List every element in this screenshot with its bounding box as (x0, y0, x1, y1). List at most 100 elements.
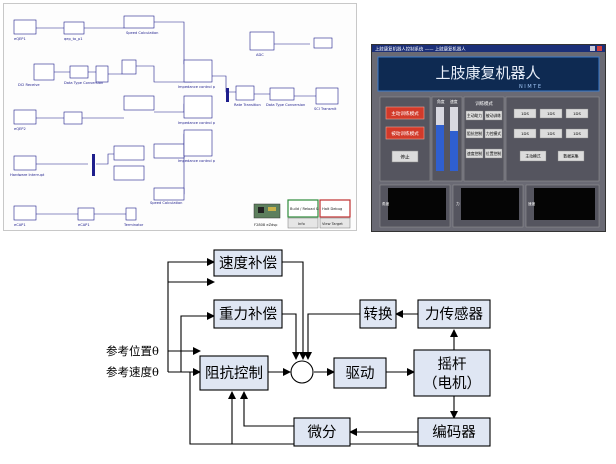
svg-text:Impedance control p: Impedance control p (178, 121, 216, 125)
param-btn-1[interactable] (513, 108, 537, 119)
simulink-diagram: eQEP1 DCI Receive eQEP2 Hardware Interru… (10, 15, 351, 229)
stop-button[interactable]: 停止 (391, 150, 419, 163)
gravity-comp-box (213, 299, 283, 329)
eqep2-block[interactable] (13, 109, 37, 125)
summing-junction (290, 360, 314, 384)
mode-btn-4[interactable] (484, 128, 503, 139)
svg-text:速度: 速度 (528, 201, 536, 206)
drive-label: 驱动 (346, 365, 375, 382)
param-btn-4[interactable] (513, 128, 537, 139)
view-target-button[interactable]: View Target (319, 217, 351, 229)
svg-text:1DS: 1DS (573, 111, 581, 116)
differential-label: 微分 (308, 424, 337, 441)
mode-btn-3[interactable] (465, 128, 484, 139)
svg-text:Impedance control p: Impedance control p (178, 85, 216, 89)
svg-text:View Target: View Target (322, 222, 343, 226)
mode-group-title: 训练模式 (475, 100, 493, 107)
svg-text:停止: 停止 (400, 154, 410, 161)
svg-text:Speed Calculation: Speed Calculation (150, 201, 182, 205)
svg-text:1DS: 1DS (547, 111, 555, 116)
mode-btn-1[interactable] (465, 110, 484, 121)
svg-text:主动助力: 主动助力 (467, 113, 482, 118)
mode-btn-2[interactable] (484, 110, 503, 121)
robot-control-ui: 上肢康复机器人控制系统 —— 上肢康复机器人 上肢康复机器人 N I M T E… (372, 45, 605, 228)
close-button[interactable] (597, 46, 602, 51)
ecap1-block[interactable] (13, 205, 37, 221)
mode-btn-5[interactable] (465, 148, 484, 159)
joystick-label: 摇杆 (438, 356, 467, 373)
chart-panel-2: 力 (452, 184, 524, 228)
param-btn-3[interactable] (565, 108, 589, 119)
sci-receive-block[interactable] (33, 63, 55, 81)
svg-text:阻抗控制: 阻抗控制 (467, 131, 482, 136)
board-icon: F2808 eZdsp (253, 203, 281, 227)
impedance-box (199, 355, 269, 391)
svg-text:qep_to_p1: qep_to_p1 (64, 37, 83, 41)
impedance-control-block[interactable] (183, 59, 213, 83)
data-acquire-button[interactable] (557, 150, 585, 162)
build-button[interactable]: Build / Reload & Run (287, 199, 327, 218)
svg-text:ADC: ADC (256, 53, 264, 57)
svg-text:Impedance control p: Impedance control p (178, 159, 216, 163)
svg-text:Terminator: Terminator (123, 223, 144, 227)
control-flow-diagram: 速度补偿 重力补偿 阻抗控制 驱动 转换 力传感器 摇杆 （电机） 微分 编码器… (0, 234, 616, 460)
joystick-box (413, 349, 491, 397)
convert-label: 转换 (364, 306, 393, 323)
svg-text:Halt Debug: Halt Debug (322, 207, 342, 211)
svg-text:Info: Info (298, 222, 305, 226)
app-title: 上肢康复机器人 (435, 64, 540, 82)
passive-train-button[interactable]: 被动训练模式 (385, 126, 425, 140)
angle-gauge (436, 107, 444, 171)
adc-block[interactable] (249, 31, 275, 51)
svg-text:DCI Receive: DCI Receive (18, 83, 40, 87)
svg-text:力: 力 (456, 201, 460, 206)
force-sensor-label: 力传感器 (425, 306, 483, 323)
gravity-comp-label: 重力补偿 (219, 306, 277, 323)
hw-interrupt-block[interactable] (13, 155, 37, 171)
param-btn-5[interactable] (539, 128, 563, 139)
active-mode-button[interactable] (519, 150, 547, 162)
svg-text:Data Type Conversion: Data Type Conversion (266, 103, 305, 107)
svg-text:1DS: 1DS (573, 131, 581, 136)
minimize-button[interactable] (590, 46, 595, 51)
encoder-box (417, 417, 491, 447)
svg-text:位置控制: 位置控制 (486, 151, 501, 156)
svg-text:eCAP1: eCAP1 (78, 223, 90, 227)
svg-text:速度: 速度 (450, 99, 458, 104)
param-btn-6[interactable] (565, 128, 589, 139)
ref-velocity-label: 参考速度θ (106, 365, 159, 379)
window-title-bar: 上肢康复机器人控制系统 —— 上肢康复机器人 (375, 46, 466, 53)
svg-text:Hardware Interrupt: Hardware Interrupt (10, 173, 45, 177)
motor-label: （电机） (423, 375, 481, 392)
mode-btn-6[interactable] (484, 148, 503, 159)
ref-position-label: 参考位置θ (106, 344, 159, 358)
active-train-button[interactable]: 主动训练模式 (385, 106, 425, 120)
svg-text:1DS: 1DS (521, 111, 529, 116)
svg-text:被动训练模式: 被动训练模式 (391, 130, 419, 137)
svg-text:SCI Transmit: SCI Transmit (314, 107, 337, 111)
svg-text:eQEP2: eQEP2 (14, 127, 26, 131)
force-sensor-box (417, 299, 491, 329)
halt-button[interactable]: Halt Debug (319, 199, 351, 218)
speed-calc-block[interactable] (123, 15, 155, 29)
svg-text:1DS: 1DS (547, 131, 555, 136)
svg-text:被动训练: 被动训练 (486, 113, 501, 118)
svg-text:力控模式: 力控模式 (486, 131, 501, 136)
svg-text:数据采集: 数据采集 (563, 154, 578, 159)
eqep1-block[interactable] (13, 19, 37, 35)
svg-text:主动模式: 主动模式 (525, 154, 540, 159)
speed-gauge (450, 107, 458, 171)
svg-text:eCAP1: eCAP1 (14, 223, 26, 227)
simulink-model-canvas[interactable]: eQEP1 DCI Receive eQEP2 Hardware Interru… (3, 3, 357, 231)
app-subtitle: N I M T E (519, 84, 541, 90)
svg-text:速度控制: 速度控制 (467, 151, 482, 156)
svg-text:eQEP1: eQEP1 (14, 37, 26, 41)
info-button[interactable]: Info (287, 217, 319, 229)
chart-panel-3: 速度 (525, 184, 600, 228)
sci-transmit-block[interactable] (315, 87, 339, 105)
svg-text:角度: 角度 (382, 201, 390, 206)
svg-text:Speed Calculation: Speed Calculation (126, 31, 158, 35)
svg-text:1DS: 1DS (521, 131, 529, 136)
param-btn-2[interactable] (539, 108, 563, 119)
simulink-labels: eQEP1 DCI Receive eQEP2 Hardware Interru… (10, 31, 337, 227)
